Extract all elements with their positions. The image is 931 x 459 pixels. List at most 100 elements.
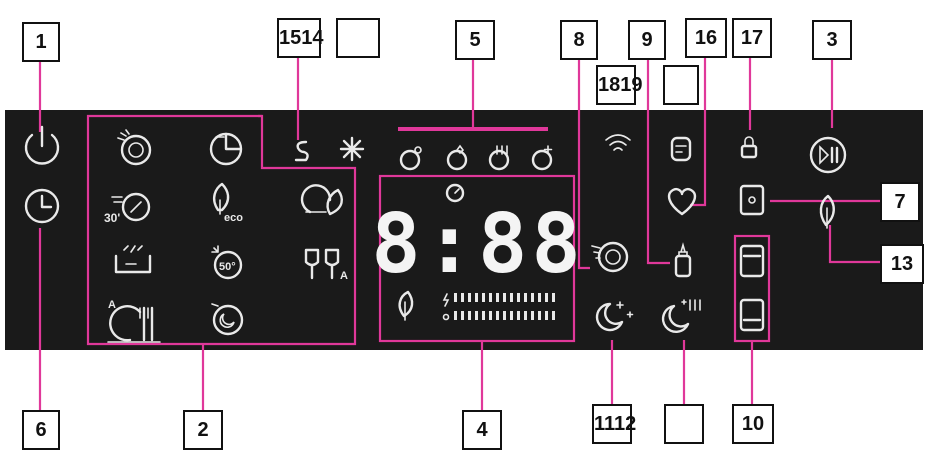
wifi-icon	[605, 134, 631, 151]
callout-16: 16	[685, 18, 727, 58]
quick-30-icon: 30'	[104, 192, 151, 225]
level-bar-segment	[461, 311, 464, 320]
level-bar-segment	[489, 293, 492, 302]
level-bar-segment	[538, 293, 541, 302]
baby-bottle-icon	[674, 242, 692, 278]
level-bar-segment	[524, 293, 527, 302]
night-steam-icon	[661, 299, 701, 334]
level-bar-segment	[517, 293, 520, 302]
callout-1: 1	[22, 22, 60, 62]
callout-7: 7	[880, 182, 920, 222]
programs-frame	[86, 114, 357, 346]
callout-5: 5	[455, 20, 495, 60]
level-bar-segment	[496, 293, 499, 302]
level-bar-segment	[454, 311, 457, 320]
lower-rack-icon	[739, 298, 765, 332]
callout-4: 4	[462, 410, 502, 450]
intensive-leaf-icon	[300, 184, 343, 216]
level-bar-segment	[461, 293, 464, 302]
level-bar-segment	[531, 311, 534, 320]
level-bar-segment	[531, 293, 534, 302]
icon-text-30: 30'	[104, 211, 120, 225]
callout-blank-b	[663, 65, 699, 105]
hygiene-50-icon: 50°	[211, 245, 243, 280]
callout-blank-c	[664, 404, 704, 444]
level-bars	[454, 293, 555, 320]
level-bar-segment	[489, 311, 492, 320]
level-bar-segment	[552, 311, 555, 320]
clock-icon	[24, 188, 60, 224]
start-pause-icon	[809, 136, 847, 174]
leader-16	[690, 58, 707, 207]
quick-wash-icon	[117, 129, 152, 166]
callout-1819: 1819	[596, 65, 643, 105]
upper-rack-icon	[739, 244, 765, 278]
leader-8	[577, 58, 590, 270]
night-wash-icon	[211, 303, 244, 336]
drop-small-icon	[442, 313, 450, 321]
glasses-icon: A	[304, 248, 348, 282]
callout-13: 13	[880, 244, 924, 284]
level-bar-segment	[482, 293, 485, 302]
option-sparkle-icon	[531, 145, 553, 171]
level-bar-segment	[552, 293, 555, 302]
rinse-icon	[114, 245, 152, 274]
auto-cutlery-icon: A	[107, 299, 161, 343]
level-bar-segment	[538, 311, 541, 320]
callout-1112: 1112	[592, 404, 636, 444]
option-drop-spray-icon	[399, 146, 422, 171]
leader-9	[646, 58, 670, 265]
callout-6: 6	[22, 410, 60, 450]
eco-leaf-right-icon	[819, 194, 835, 229]
eco-leaf-icon: eco	[212, 182, 243, 224]
level-bar-segment	[524, 311, 527, 320]
lock-icon	[740, 136, 758, 159]
callout-blank-a	[336, 18, 380, 58]
display-leaf-icon	[398, 290, 414, 321]
level-bar-segment	[496, 311, 499, 320]
power-icon	[24, 125, 60, 165]
callout-2: 2	[183, 410, 223, 450]
level-bar-segment	[510, 293, 513, 302]
level-bar-segment	[475, 311, 478, 320]
level-bar-segment	[545, 311, 548, 320]
display-timer-dot-icon	[445, 183, 465, 203]
option-steam-icon	[488, 145, 510, 171]
level-bar-segment	[503, 311, 506, 320]
display-frame	[378, 174, 576, 343]
callout-10: 10	[732, 404, 774, 444]
salt-indicator-icon	[294, 140, 309, 162]
night-sparkle-icon	[595, 301, 634, 332]
icon-text-a2: A	[108, 299, 116, 311]
level-bar-segment	[517, 311, 520, 320]
level-bar-segment	[468, 311, 471, 320]
favorite-heart-icon	[667, 187, 697, 216]
remote-control-icon	[670, 136, 692, 162]
time-display: 8:88	[371, 183, 584, 292]
icon-text-50: 50°	[219, 261, 236, 273]
level-bar-segment	[468, 293, 471, 302]
callout-3: 3	[812, 20, 852, 60]
rinse-aid-sparkle-icon	[339, 136, 365, 162]
leader-13	[828, 225, 880, 264]
level-bar-segment	[545, 293, 548, 302]
callout-8: 8	[560, 20, 598, 60]
icon-text-a: A	[340, 270, 348, 282]
level-bar-segment	[503, 293, 506, 302]
auto-program-icon	[209, 132, 243, 166]
level-bar-segment	[482, 311, 485, 320]
callout-1514: 1514	[277, 18, 324, 58]
lightning-icon	[442, 293, 450, 307]
icon-text-eco: eco	[224, 212, 243, 224]
level-bar-segment	[454, 293, 457, 302]
callout-17: 17	[732, 18, 772, 58]
display-digits: 8:88	[371, 197, 584, 292]
pro-dry-icon	[591, 241, 629, 273]
level-bar-segment	[510, 311, 513, 320]
half-load-icon	[739, 184, 765, 216]
callout-9: 9	[628, 20, 666, 60]
option-drop-icon	[446, 144, 468, 171]
bar-5	[398, 127, 548, 131]
option-icons	[399, 144, 553, 171]
